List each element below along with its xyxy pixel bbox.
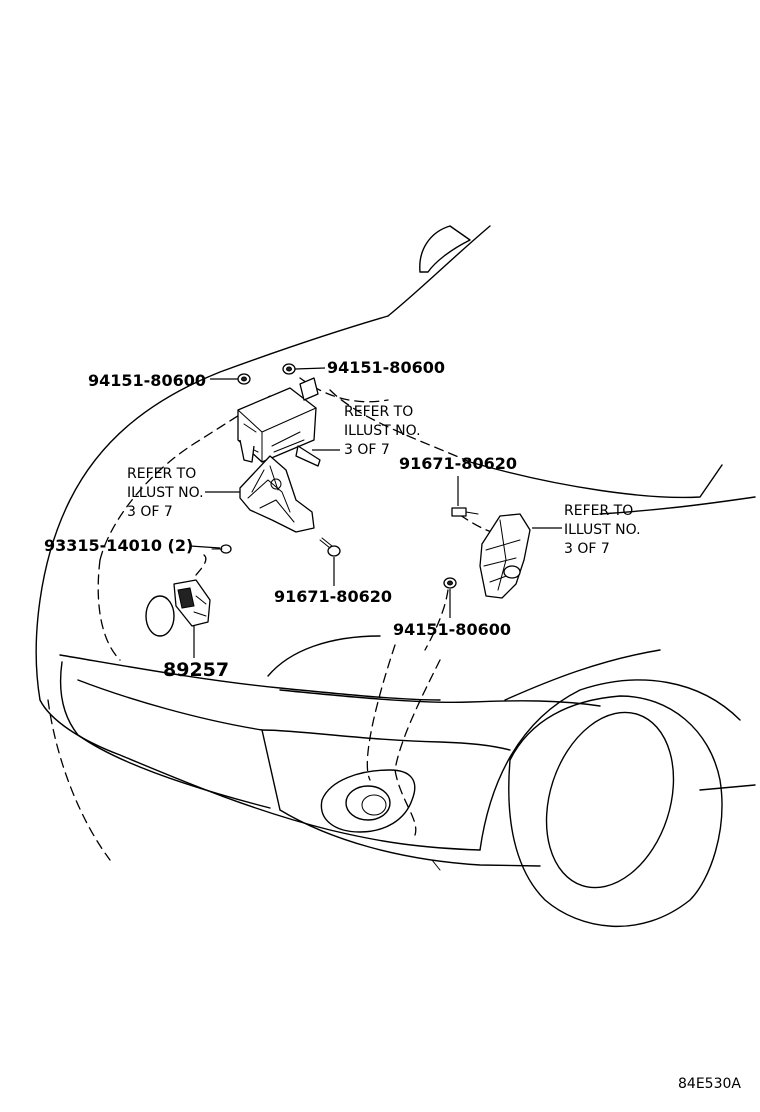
label-refer-right-bottom-line3: 3 OF 7 [564,541,610,557]
part-labels: 94151-80600 94151-80600 REFER TO ILLUST … [44,358,741,1092]
label-screw-left: 93315-14010 (2) [44,536,193,555]
screw-left [211,544,232,554]
label-nut-bottom-right: 94151-80600 [393,620,511,639]
illustration-code: 84E530A [678,1076,741,1092]
nut-top-center [282,363,296,375]
label-refer-left-line1: REFER TO [127,466,196,482]
label-bolt-right: 91671-80620 [399,454,517,473]
bracket-right [479,513,531,599]
label-refer-left-line3: 3 OF 7 [127,504,173,520]
leader-lines [189,367,562,658]
label-nut-top-center: 94151-80600 [327,358,445,377]
label-nut-top-left: 94151-80600 [88,371,206,390]
airbag-sensor [173,579,211,627]
label-refer-right-bottom-line1: REFER TO [564,503,633,519]
label-refer-right-top-line1: REFER TO [344,404,413,420]
label-refer-left-line2: ILLUST NO. [127,485,204,501]
label-refer-right-top-line2: ILLUST NO. [344,423,421,439]
nut-bottom-right [443,577,457,589]
bolt-right [451,507,479,517]
nut-top-left [237,373,251,385]
label-refer-right-bottom-line2: ILLUST NO. [564,522,641,538]
label-bolt-center: 91671-80620 [274,587,392,606]
bracket-left [239,455,315,533]
bolt-center [319,537,341,557]
vehicle-outline [35,225,756,927]
label-refer-right-top-line3: 3 OF 7 [344,442,390,458]
control-module-box [237,377,321,467]
label-sensor: 89257 [163,659,229,681]
